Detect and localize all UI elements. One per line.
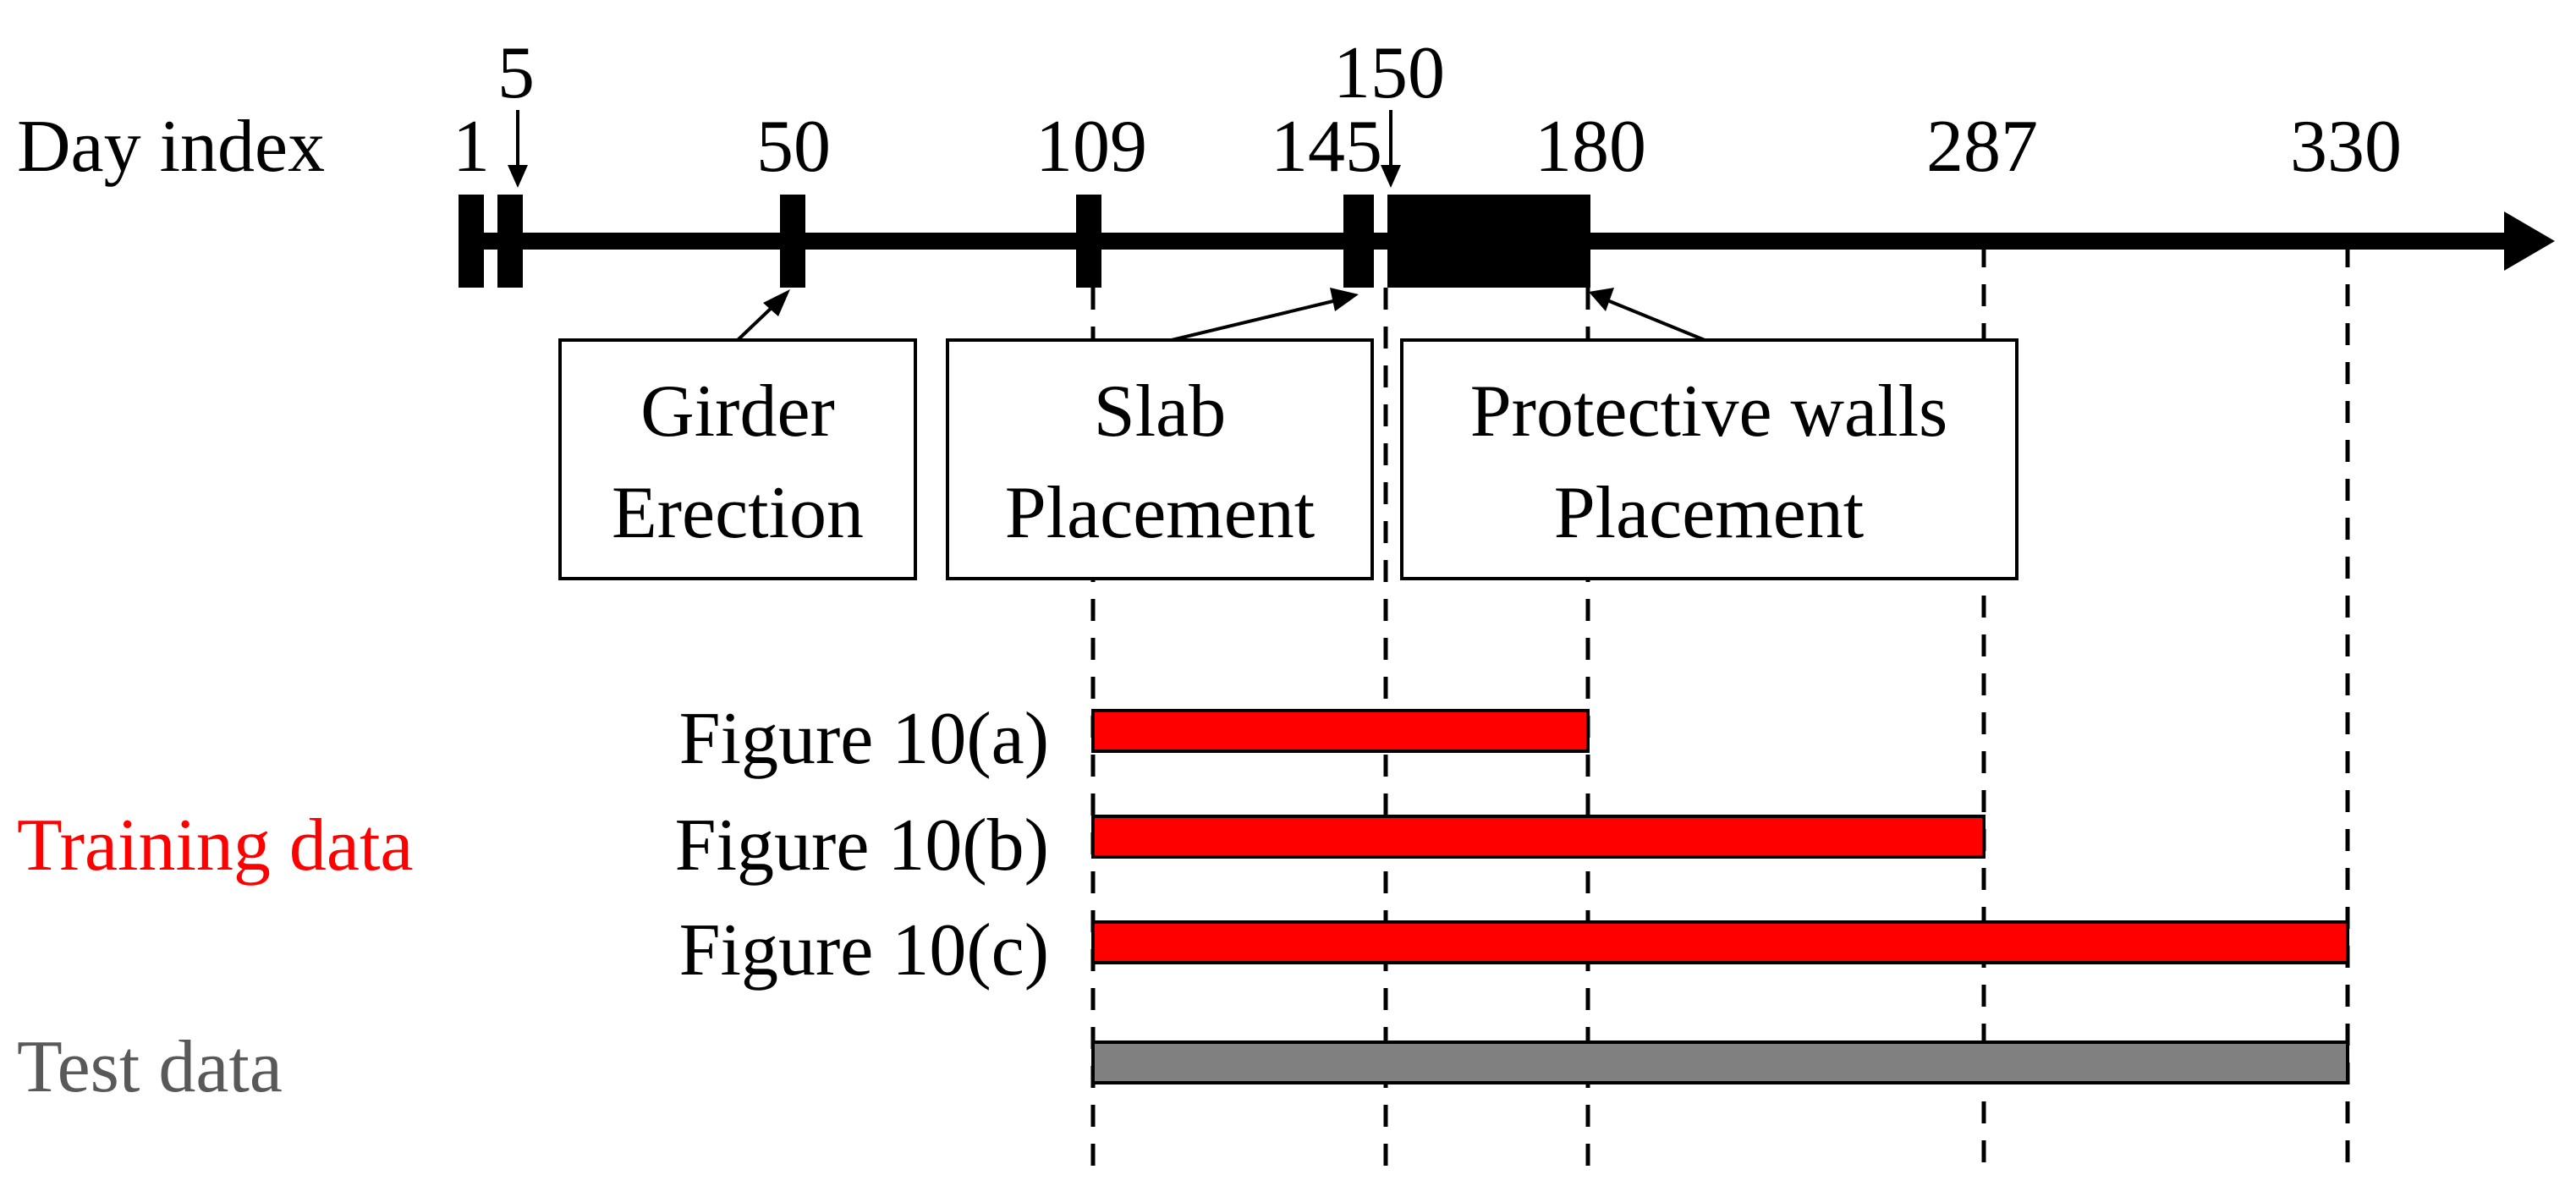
- connector-arrow-slab: [1171, 288, 1359, 342]
- tick-label-day-1: 1: [453, 106, 490, 188]
- training-bar-figure-10b: [1091, 815, 1986, 859]
- tick-label-day-330: 330: [2290, 106, 2402, 188]
- bar-label-figure-10c: Figure 10(c): [679, 909, 1049, 991]
- connector-arrow-girder: [736, 289, 790, 342]
- test-bar: [1091, 1041, 2349, 1084]
- timeline-arrowhead: [2504, 211, 2555, 271]
- phase-label-line1: Protective walls: [1470, 371, 1948, 453]
- pointer-arrow-day-150: [1381, 110, 1401, 188]
- pointer-arrow-day-5: [508, 110, 528, 188]
- test-data-label: Test data: [17, 1026, 283, 1108]
- axis-title: Day index: [17, 106, 325, 188]
- phase-label-line2: Erection: [612, 472, 864, 554]
- tick-label-day-5: 5: [497, 32, 535, 114]
- phase-label-line1: Slab: [1094, 371, 1226, 453]
- tick-label-day-287: 287: [1926, 106, 2038, 188]
- tick-marker-day-1: [459, 195, 484, 288]
- tick-marker-day-5: [497, 195, 523, 288]
- phase-label-line1: Girder: [640, 371, 835, 453]
- training-bar-figure-10a: [1091, 709, 1590, 753]
- training-data-label: Training data: [17, 804, 414, 887]
- tick-label-day-145: 145: [1271, 106, 1382, 188]
- tick-marker-day-150-180: [1387, 195, 1590, 288]
- training-bar-figure-10c: [1091, 920, 2349, 964]
- tick-marker-day-50: [780, 195, 805, 288]
- tick-label-day-50: 50: [756, 106, 831, 188]
- tick-marker-day-109: [1076, 195, 1101, 288]
- connector-arrow-protective-walls: [1589, 288, 1705, 342]
- tick-label-day-109: 109: [1035, 106, 1147, 188]
- bar-label-figure-10a: Figure 10(a): [679, 698, 1049, 780]
- phase-label-line2: Placement: [1554, 472, 1865, 554]
- phase-box-girder-erection: Girder Erection: [558, 338, 917, 580]
- tick-label-day-150: 150: [1333, 32, 1445, 114]
- tick-marker-day-145: [1343, 195, 1374, 288]
- bar-label-figure-10b: Figure 10(b): [675, 804, 1049, 887]
- phase-label-line2: Placement: [1005, 472, 1315, 554]
- phase-box-protective-walls-placement: Protective walls Placement: [1400, 338, 2019, 580]
- phase-box-slab-placement: Slab Placement: [946, 338, 1374, 580]
- tick-label-day-180: 180: [1535, 106, 1646, 188]
